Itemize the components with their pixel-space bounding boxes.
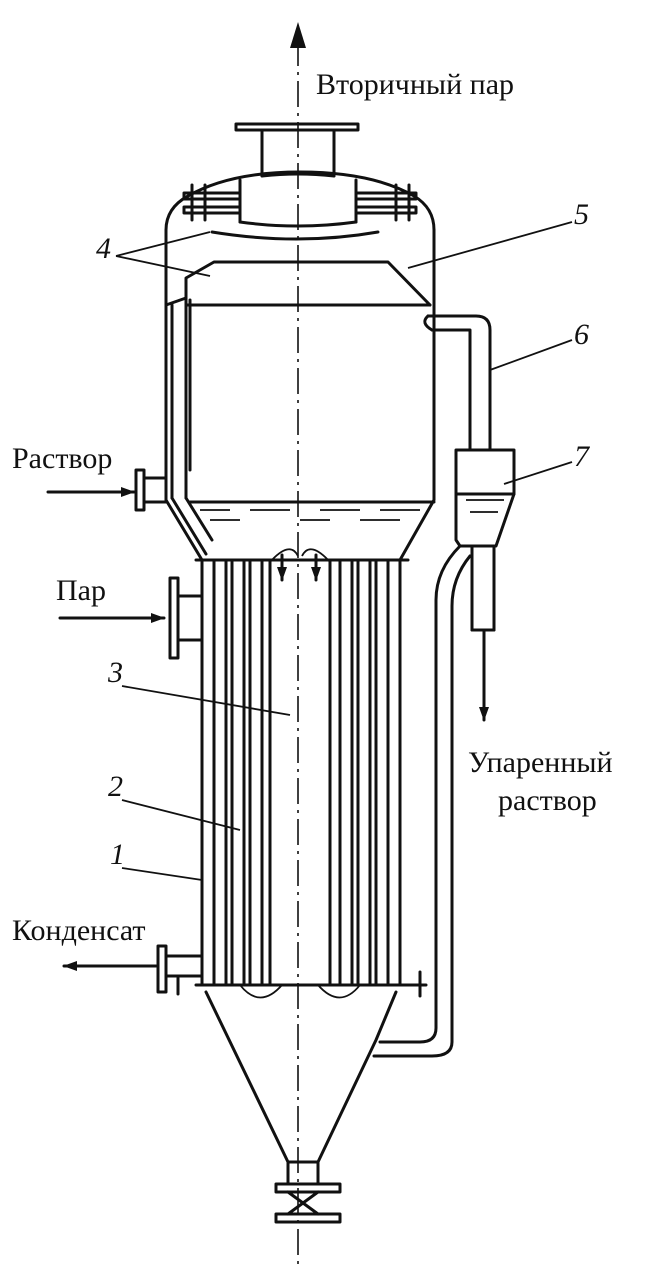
bottom-cone xyxy=(204,984,398,1224)
label-condensate: Конденсат xyxy=(12,914,146,947)
svg-text:2: 2 xyxy=(108,770,123,803)
liquid-separator xyxy=(454,448,516,722)
center-axis xyxy=(290,22,306,1265)
solution-inlet-nozzle xyxy=(134,468,168,512)
label-steam: Пар xyxy=(56,574,106,607)
callout-4: 4 xyxy=(96,231,211,277)
heating-tubes-right xyxy=(338,558,390,987)
label-solution: Раствор xyxy=(12,442,112,475)
top-cover xyxy=(164,170,436,241)
label-secondary-steam: Вторичный пар xyxy=(316,68,514,101)
callout-2: 2 xyxy=(108,770,241,831)
label-evaporated-solution-1: Упаренный xyxy=(468,746,613,779)
callout-5: 5 xyxy=(407,198,589,269)
return-pipe xyxy=(372,544,472,1058)
svg-text:3: 3 xyxy=(107,656,123,689)
steam-inlet-nozzle xyxy=(168,576,204,660)
svg-text:4: 4 xyxy=(96,232,111,265)
svg-text:7: 7 xyxy=(574,440,591,473)
condensate-outlet-nozzle xyxy=(156,944,204,994)
overflow-pipe xyxy=(423,314,492,452)
callout-6: 6 xyxy=(489,318,589,371)
separator-body xyxy=(164,228,436,562)
svg-text:5: 5 xyxy=(574,198,589,231)
label-evaporated-solution-2: раствор xyxy=(498,784,597,817)
heating-tubes-left xyxy=(212,558,264,987)
central-circulation-tube xyxy=(268,548,332,987)
svg-text:6: 6 xyxy=(574,318,589,351)
callout-7: 7 xyxy=(503,440,591,485)
callout-1: 1 xyxy=(110,838,203,881)
callout-3: 3 xyxy=(107,656,291,716)
vapor-outlet-nozzle xyxy=(234,122,360,178)
svg-text:1: 1 xyxy=(110,838,125,871)
